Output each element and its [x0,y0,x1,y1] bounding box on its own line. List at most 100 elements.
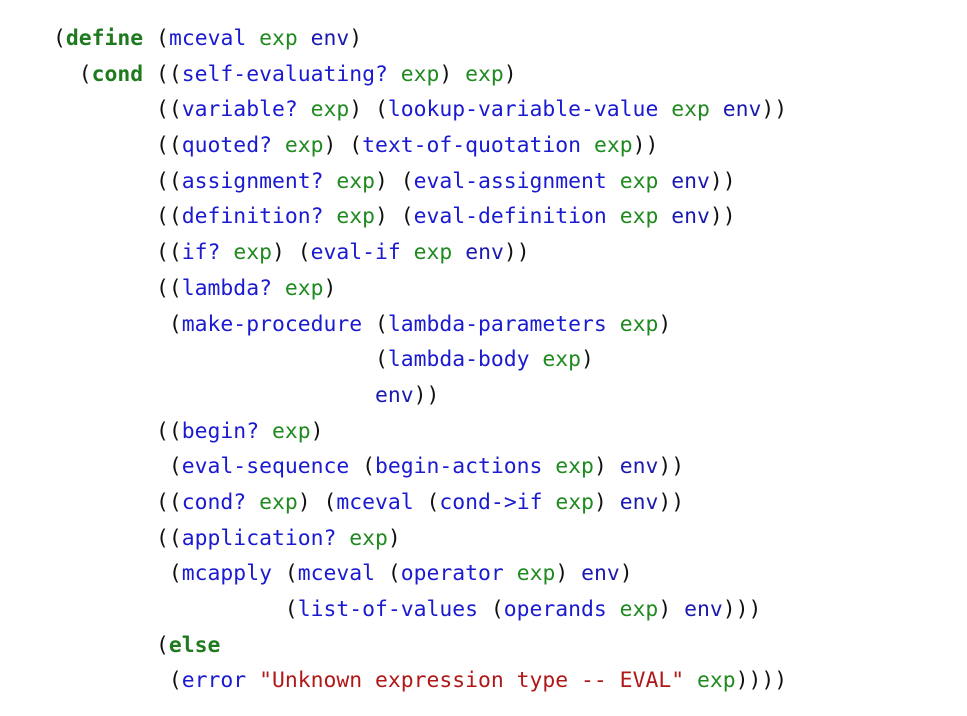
paren-token: ) [503,61,517,87]
paren-token [323,204,336,229]
paren-token [658,97,671,122]
string-token: "Unknown expression type -- EVAL" [259,668,685,694]
paren-token [246,668,259,693]
paren-token: ( [375,561,401,587]
paren-token [272,133,285,158]
env-token: env [310,26,350,51]
paren-token [542,454,555,479]
paren-token: ( [53,454,182,480]
paren-token [530,347,543,372]
function-token: lambda? [181,275,272,301]
function-token: operands [503,597,607,622]
paren-token: (( [53,97,182,123]
keyword-token: else [168,632,221,658]
function-token: eval-assignment [413,168,607,194]
paren-token: ( [53,597,298,622]
function-token: begin? [181,418,260,444]
paren-token: ) [349,26,363,51]
paren-token: )) [658,489,685,515]
code-line: ((begin? exp) [53,414,787,450]
paren-token: ) ( [323,133,363,159]
paren-token: ) ( [297,489,337,515]
function-token: lookup-variable-value [387,97,659,123]
code-line: (make-procedure (lambda-parameters exp) [53,307,787,343]
paren-token: ) [323,275,337,301]
paren-token: ) ( [375,204,414,230]
paren-token [246,26,259,51]
paren-token: (( [53,240,182,266]
paren-token: ) [310,418,324,444]
env-token: env [722,97,762,123]
paren-token [401,240,414,265]
code-line: ((cond? exp) (mceval (cond->if exp) env)… [53,485,787,521]
paren-token: )) [632,133,659,159]
code-line: (mcapply (mceval (operator exp) env) [53,556,787,592]
code-line: (else [53,628,787,664]
paren-token: ( [362,311,388,337]
env-token: env [671,204,710,230]
paren-token [336,526,349,551]
code-line: (lambda-body exp) [53,342,787,378]
paren-token: ) ( [375,168,414,194]
paren-token: (( [53,418,182,444]
function-token: error [181,668,247,694]
function-token: eval-if [310,240,401,266]
paren-token: (( [53,204,182,230]
variable-token: exp [271,418,311,444]
paren-token: ) [658,597,685,622]
paren-token: ( [53,311,182,337]
paren-token: ))) [722,597,762,622]
paren-token [607,312,620,337]
paren-token [658,169,671,194]
paren-token [607,169,620,194]
code-block: (define (mceval exp env) (cond ((self-ev… [53,21,787,699]
paren-token [684,668,697,693]
paren-token: ( [143,26,169,51]
env-token: env [465,240,504,266]
function-token: lambda-body [387,347,530,373]
variable-token: exp [400,61,440,87]
env-token: env [619,454,659,480]
function-token: definition? [181,204,324,230]
variable-token: exp [284,133,324,159]
keyword-token: define [65,26,144,51]
variable-token: exp [516,561,556,587]
function-token: mcapply [181,561,272,587]
paren-token [542,490,555,515]
variable-token: exp [555,489,594,515]
function-token: lambda-parameters [387,311,607,337]
variable-token: exp [619,168,659,194]
function-token: eval-sequence [181,454,350,480]
variable-token: exp [555,454,594,480]
variable-token: exp [284,275,324,301]
variable-token: exp [259,489,298,515]
paren-token [220,240,233,265]
variable-token: exp [413,240,453,266]
paren-token: (( [53,168,182,194]
paren-token: ( [349,454,375,480]
paren-token [323,169,336,194]
paren-token: ) [593,489,620,515]
variable-token: exp [233,240,272,266]
function-token: text-of-quotation [362,133,582,159]
variable-token: exp [336,168,375,194]
variable-token: exp [542,347,582,373]
paren-token: )) [709,204,736,230]
variable-token: exp [671,97,710,123]
function-token: mceval [168,26,247,51]
paren-token [388,62,401,87]
paren-token [53,383,375,408]
paren-token: ) ( [271,240,311,266]
code-line: (list-of-values (operands exp) env))) [53,592,787,628]
variable-token: exp [349,525,388,551]
function-token: list-of-values [297,597,478,622]
function-token: cond->if [439,489,543,515]
code-line: (eval-sequence (begin-actions exp) env)) [53,449,787,485]
variable-token: exp [696,668,736,694]
paren-token [710,97,723,122]
function-token: cond? [181,489,247,515]
paren-token [658,204,671,229]
function-token: self-evaluating? [181,61,388,87]
function-token: assignment? [181,168,324,194]
variable-token: exp [336,204,375,230]
